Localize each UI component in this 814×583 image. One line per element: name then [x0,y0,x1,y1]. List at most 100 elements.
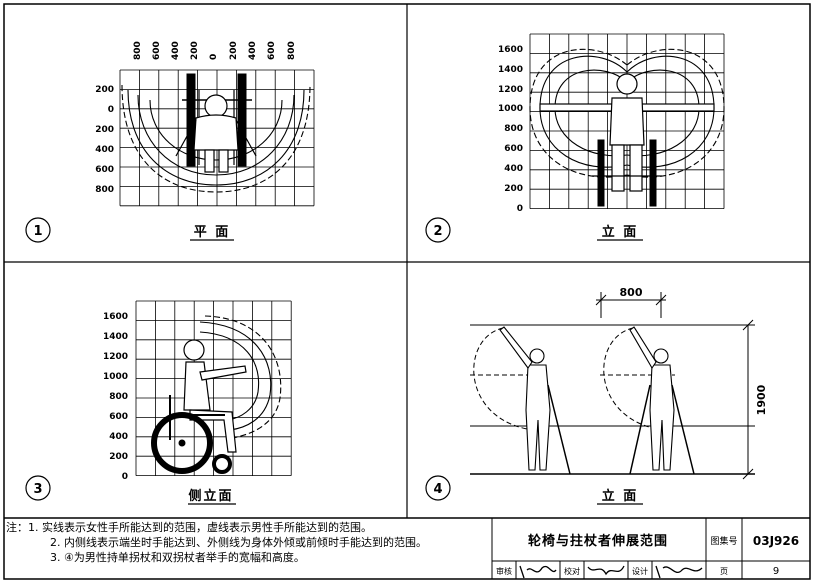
panel-1-reach-arcs [121,84,311,193]
panel-number: 4 [433,482,442,497]
panel-number-badge [25,475,51,501]
wheel-caster [212,454,232,474]
y-tick: 200 [109,452,128,462]
panel-3-grid [135,300,292,477]
person-torso [609,97,645,146]
person-arm [199,365,247,381]
width-dimension-label: 800 [620,286,643,299]
check-label: 校对 [564,566,580,576]
person-front [539,73,715,192]
person-head [204,94,228,118]
person-leg-right [218,149,229,173]
height-dimension-label: 1900 [755,384,768,415]
figure-head [653,348,669,364]
figure-raised-arm [499,326,533,369]
panel-1-x-ticks: 800 600 400 200 0 200 400 600 800 [133,41,297,60]
panel-caption: 立 面 [602,224,639,240]
y-tick: 200 [504,184,523,194]
figure-body [649,364,675,471]
note-3: 3. ④为男性持单拐杖和双拐杖者举手的宽幅和高度。 [50,551,305,564]
wheel-left [597,139,605,207]
panel-3-reach-arcs [199,315,282,439]
wheel-right [649,139,657,207]
y-tick: 200 [95,125,114,135]
panel-caption: 侧立面 [188,488,233,504]
y-tick: 600 [95,165,114,175]
reach-arc-female [199,321,272,431]
panel-number: 2 [433,224,442,239]
y-tick: 1000 [498,104,523,114]
y-tick: 800 [109,392,128,402]
y-tick: 400 [109,432,128,442]
x-tick: 400 [171,41,181,60]
x-tick: 600 [152,41,162,60]
reach-arc-left [473,327,534,431]
panel-3-y-ticks: 1600 1400 1200 1000 800 600 400 200 0 [103,312,128,482]
reach-arc-right [603,327,664,431]
title-block [491,518,810,579]
person-torso [183,361,211,411]
x-tick: 200 [229,41,239,60]
signature-checker [587,565,625,576]
y-tick: 800 [95,185,114,195]
panel-2-y-ticks: 1600 1400 1200 1000 800 600 400 200 0 [498,45,523,214]
figure-head [529,348,545,364]
figure-double-crutch [629,326,695,475]
wheel-right [237,73,247,167]
width-dimension [595,292,667,318]
page-number: 9 [773,566,779,577]
y-tick: 0 [122,472,128,482]
person-leg-left [204,149,215,173]
y-tick: 1200 [103,352,128,362]
wheelchair-front [592,139,662,207]
y-tick: 1600 [498,45,523,55]
x-tick: 200 [190,41,200,60]
y-tick: 0 [517,204,523,214]
design-label: 设计 [632,566,648,576]
y-tick: 800 [504,124,523,134]
wheelchair-plan [182,73,252,167]
figure-single-crutch [499,326,571,475]
panel-caption: 平 面 [194,225,231,240]
panel-2-front-elevation: 1600 1400 1200 1000 800 600 400 200 0 2 … [425,33,725,243]
person-plan [175,94,257,173]
person-torso [193,114,239,151]
panel-caption: 立 面 [602,488,639,504]
crutch-left [629,384,651,475]
panel-number: 1 [33,224,42,239]
y-tick: 1000 [103,372,128,382]
person-leg-right [629,144,643,192]
crutch [547,384,571,475]
signature-designer [655,565,703,579]
reach-arc-inner-female [137,94,295,176]
figure-body [525,364,551,471]
drawing-title: 轮椅与拄杖者伸展范围 [528,533,668,549]
note-2: 2. 内侧线表示端坐时手能达到、外侧线为身体外倾或前倾时手能达到的范围。 [50,536,427,549]
x-tick: 0 [209,54,219,60]
x-tick: 800 [287,41,297,60]
panel-4-crutch-elevation: 1900 800 [425,286,768,505]
panel-number: 3 [33,482,42,497]
y-tick: 400 [95,145,114,155]
panel-1-plan: 800 600 400 200 0 200 400 600 800 200 0 … [25,41,315,243]
notes: 注：1. 实线表示女性手所能达到的范围，虚线表示男性手所能达到的范围。 2. 内… [6,520,490,565]
reach-arc-male [204,315,282,439]
y-tick: 200 [95,85,114,95]
y-tick: 1400 [498,65,523,75]
person-leg-left [611,144,625,192]
panel-number-badge [25,217,51,243]
wheel-left [186,73,196,167]
y-tick: 1400 [103,332,128,342]
x-tick: 600 [267,41,277,60]
person-leg [189,409,237,453]
signatures [519,565,703,579]
panel-4-reach-arcs [470,327,675,431]
reach-arc-male [121,84,311,193]
reach-curve-left-male [529,48,628,178]
height-dimension [742,319,754,480]
reach-arc-seated [149,99,283,161]
review-label: 审核 [496,566,512,576]
figure-raised-arm [629,326,657,370]
y-tick: 400 [504,164,523,174]
